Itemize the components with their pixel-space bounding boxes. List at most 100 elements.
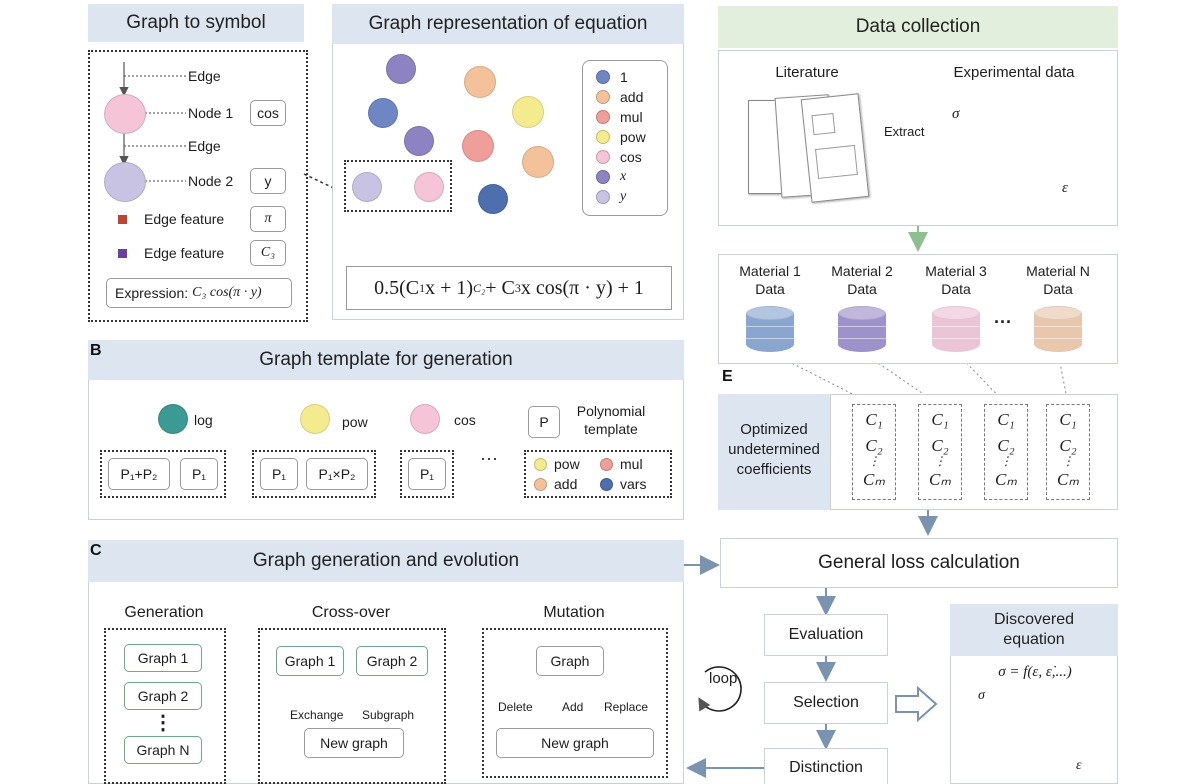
mut-new-graph: New graph — [496, 728, 654, 758]
coef-value: C₁ — [931, 410, 949, 429]
coef-panel — [830, 394, 1118, 510]
coef-value: Cₘ — [929, 470, 951, 489]
legend-label: mul — [620, 109, 643, 125]
graph-node — [478, 184, 508, 214]
material-label: Material 1 Data — [739, 263, 801, 297]
eq-sup: C₂ — [473, 280, 486, 295]
coef-column-box — [984, 404, 1028, 500]
mut-graph: Graph — [536, 646, 604, 676]
cos-child-1: P₁ — [408, 458, 446, 490]
material-label: Material 3 Data — [925, 263, 987, 297]
discovered-epsilon: ε — [1076, 758, 1082, 773]
gen-vdots: ⋮ — [153, 712, 173, 734]
loss-box: General loss calculation — [720, 538, 1118, 588]
generation-box — [104, 628, 226, 784]
epsilon-axis-label: ε — [1062, 180, 1068, 196]
log-children-box — [100, 450, 226, 498]
edge-feature-1-label: Edge feature — [144, 211, 225, 227]
subgraph-label: Subgraph — [362, 708, 415, 722]
coef-vdots: ⋮ — [868, 454, 880, 468]
legend-label: 1 — [620, 69, 628, 85]
graph-panel-header: Graph representation of equation — [332, 4, 684, 44]
node-2-circle — [104, 162, 146, 202]
legend-swatch — [596, 130, 610, 144]
materials-dots: ··· — [994, 312, 1012, 332]
subgraph-highlight — [344, 160, 452, 212]
p-box: P — [528, 406, 560, 438]
gen-graph-1: Graph 1 — [124, 644, 202, 672]
graph-legend — [582, 60, 668, 216]
sigma-axis-label: σ — [952, 106, 960, 122]
coef-column-box — [1046, 404, 1090, 500]
panel-a-box — [88, 50, 308, 322]
material-cylinder — [746, 306, 794, 352]
legend-swatch — [596, 110, 610, 124]
graph-node — [414, 172, 444, 202]
discovered-title: Discovered equation — [993, 611, 1075, 648]
cylinder-band — [746, 326, 794, 327]
evaluation-label: Evaluation — [788, 626, 864, 643]
pow-node — [300, 404, 330, 434]
graph-node — [522, 146, 554, 178]
graph-node — [462, 130, 494, 162]
exchange-label: Exchange — [290, 708, 344, 722]
coef-value: C₁ — [997, 410, 1015, 429]
cylinder-band — [838, 326, 886, 327]
selection-label: Selection — [793, 694, 859, 711]
panel-d-title: Data collection — [855, 16, 981, 37]
cylinder-top — [746, 306, 794, 320]
legend-label: cos — [620, 149, 642, 165]
panel-c-title: Graph generation and evolution — [252, 550, 520, 571]
cylinder-band — [1034, 338, 1082, 339]
discovered-header: Discovered equation — [950, 604, 1118, 656]
node-2-label: Node 2 — [188, 173, 234, 189]
legend-swatch — [596, 150, 610, 164]
panel-a-title: Graph to symbol — [126, 12, 266, 33]
eq-sub-1: 1 — [419, 280, 426, 295]
co-new-graph: New graph — [304, 728, 404, 758]
node-2-value: y — [250, 168, 286, 194]
polynomial-template-label: Polynomial template — [576, 403, 646, 437]
pow-children-box — [252, 450, 376, 498]
pow-label: pow — [342, 414, 368, 430]
panel-d-header: Data collection — [718, 6, 1118, 48]
pow-child-1: P₁ — [260, 458, 298, 490]
coef-column-box — [852, 404, 896, 500]
coef-value: C₂ — [1059, 436, 1077, 455]
discovered-equation: σ = f(ε, ε̇,...) — [998, 664, 1072, 680]
coef-value: Cₘ — [863, 470, 885, 489]
panel-b-letter: B — [90, 342, 102, 359]
coef-vdots: ⋮ — [1062, 454, 1074, 468]
cylinder-top — [838, 306, 886, 320]
log-node — [158, 404, 188, 434]
material-cylinder — [838, 306, 886, 352]
crossover-title: Cross-over — [311, 604, 391, 621]
poly-legend-swatch — [534, 458, 547, 471]
crossover-box — [258, 628, 446, 784]
edge-feature-2-label: Edge feature — [144, 245, 225, 261]
graph-node — [352, 172, 382, 202]
pow-child-2: P₁×P₂ — [306, 458, 368, 490]
evaluation-box: Evaluation — [764, 614, 888, 656]
panel-a-header: Graph to symbol — [88, 4, 304, 42]
panel-c-header: Graph generation and evolution — [88, 540, 684, 582]
legend-swatch — [596, 190, 610, 204]
graph-panel-title: Graph representation of equation — [368, 13, 648, 34]
panel-e-label-bg — [718, 394, 830, 510]
doc-figure — [815, 144, 858, 179]
coef-value: Cₘ — [1057, 470, 1079, 489]
poly-legend-swatch — [600, 478, 613, 491]
coef-value: C₂ — [865, 436, 883, 455]
loss-label: General loss calculation — [818, 552, 1020, 573]
eq-part-d: x cos(π · y) + 1 — [520, 276, 644, 299]
material-cylinder — [1034, 306, 1082, 352]
panel-b-header: Graph template for generation — [88, 340, 684, 380]
panel-c-letter: C — [90, 542, 102, 559]
distinction-label: Distinction — [789, 759, 863, 776]
log-child-1: P₁+P₂ — [108, 458, 170, 490]
co-graph-2: Graph 2 — [356, 646, 428, 676]
add-label: Add — [562, 700, 584, 714]
edge-label-2: Edge — [188, 138, 221, 154]
coef-column-box — [918, 404, 962, 500]
graph-node — [386, 54, 416, 84]
